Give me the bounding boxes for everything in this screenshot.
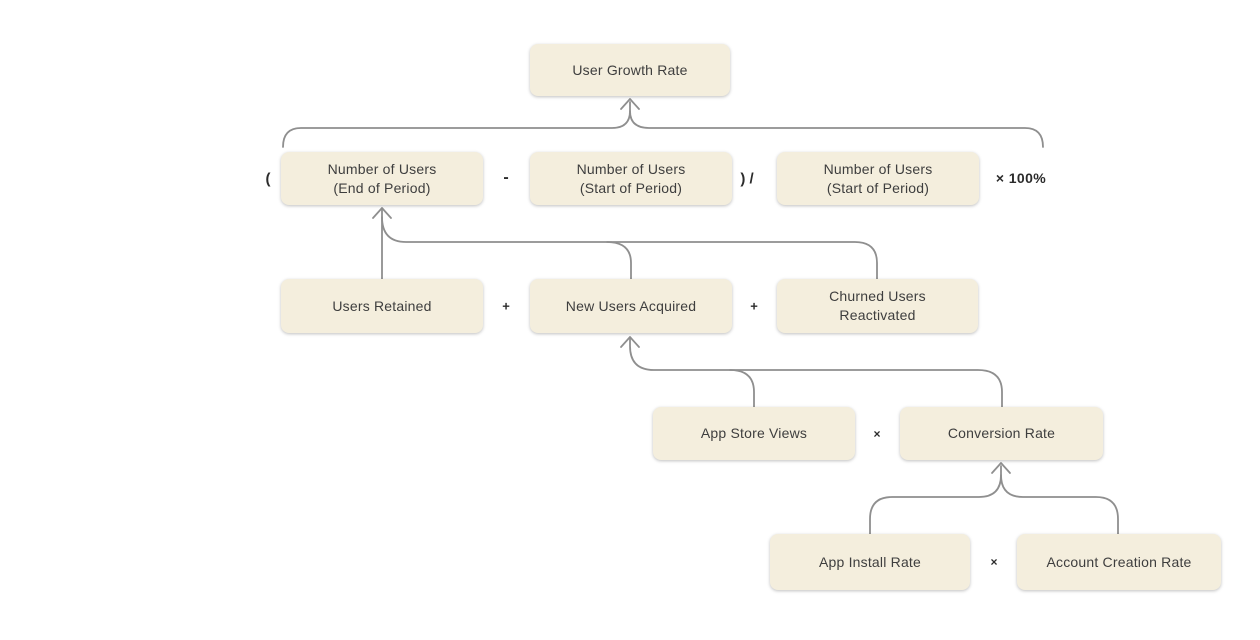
node-label: App Install Rate: [818, 553, 922, 570]
node-label: Conversion Rate: [947, 425, 1056, 441]
connector-conversion-right: [1000, 474, 1119, 535]
arrowhead-number-of-users-end: [372, 207, 392, 219]
connector-growth-left: [282, 101, 631, 148]
operator-close-paren-divide: ) /: [740, 170, 754, 188]
node-conversion-rate[interactable]: Conversion Rate: [900, 407, 1103, 460]
node-churned-users-reactivated[interactable]: Churned Users Reactivated: [777, 279, 978, 333]
connector-new-users-bus: [629, 338, 1003, 408]
operator-times-2: ×: [990, 555, 998, 569]
connector-growth-right: [629, 110, 1044, 148]
node-users-retained[interactable]: Users Retained: [281, 279, 483, 333]
node-label: Number of Users (End of Period): [327, 160, 437, 196]
node-label: App Store Views: [700, 425, 808, 441]
node-label: Number of Users (Start of Period): [823, 160, 933, 196]
node-user-growth-rate[interactable]: User Growth Rate: [530, 44, 730, 96]
connector-app-store-views-branch: [729, 369, 755, 408]
operator-open-paren: (: [265, 170, 271, 188]
operator-times-100-percent: × 100%: [995, 170, 1047, 186]
node-label: Account Creation Rate: [1046, 553, 1192, 570]
node-app-store-views[interactable]: App Store Views: [653, 407, 855, 460]
node-account-creation-rate[interactable]: Account Creation Rate: [1017, 534, 1221, 590]
operator-times-1: ×: [873, 427, 881, 441]
operator-minus: -: [503, 169, 509, 186]
operator-plus-2: +: [750, 298, 758, 314]
node-label: New Users Acquired: [565, 297, 697, 314]
node-number-of-users-start-of-period[interactable]: Number of Users (Start of Period): [530, 152, 732, 205]
node-label: Users Retained: [332, 297, 432, 314]
node-app-install-rate[interactable]: App Install Rate: [770, 534, 970, 590]
operator-plus-1: +: [502, 298, 510, 314]
arrowhead-conversion-rate: [991, 462, 1011, 474]
node-label: User Growth Rate: [572, 61, 688, 78]
arrowhead-new-users-acquired: [620, 336, 640, 348]
node-label: Number of Users (Start of Period): [576, 160, 686, 196]
connector-end-of-period-bus: [381, 216, 878, 280]
connector-conversion-left: [869, 465, 1002, 535]
connector-new-users-branch: [606, 241, 632, 280]
node-number-of-users-end-of-period[interactable]: Number of Users (End of Period): [281, 152, 483, 205]
node-number-of-users-start-of-period-divisor[interactable]: Number of Users (Start of Period): [777, 152, 979, 205]
node-new-users-acquired[interactable]: New Users Acquired: [530, 279, 732, 333]
arrowhead-user-growth-rate: [620, 98, 640, 110]
node-label: Churned Users Reactivated: [829, 288, 926, 323]
